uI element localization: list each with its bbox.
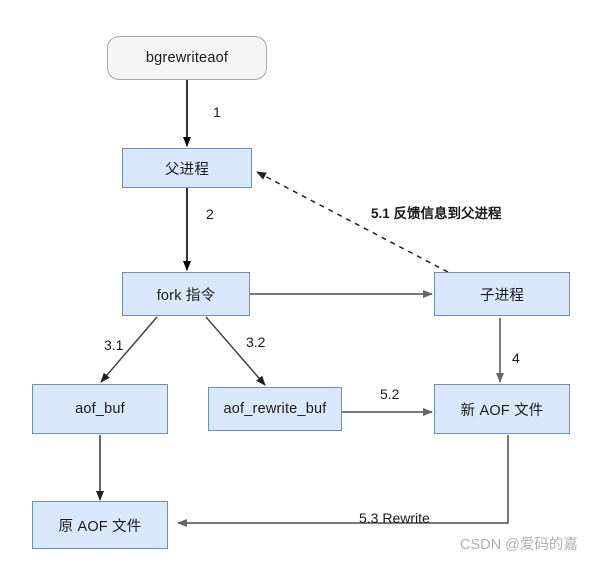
edge-fork-to-aof-rewrite-buf [205,316,266,386]
node-new-aof-file[interactable]: 新 AOF 文件 [434,384,570,434]
node-bgrewriteaof[interactable]: bgrewriteaof [107,36,267,80]
edge-label-1: 1 [213,104,221,120]
node-aof-rewrite-buf[interactable]: aof_rewrite_buf [208,387,342,431]
node-new-aof-file-label: 新 AOF 文件 [460,402,544,419]
node-child-process-label: 子进程 [479,287,525,304]
edge-child-to-parent-feedback [256,171,449,273]
node-parent-process[interactable]: 父进程 [122,148,252,188]
node-fork-command[interactable]: fork 指令 [122,272,250,316]
edge-label-5-3: 5.3 Rewrite [359,510,430,526]
edge-label-3-2: 3.2 [246,334,266,350]
edge-label-2: 2 [206,206,214,222]
edge-label-3-1: 3.1 [104,337,124,353]
csdn-watermark: CSDN @爱码的嘉 [460,537,578,553]
edge-new-aof-to-old-aof-rewrite [177,435,509,527]
node-fork-command-label: fork 指令 [156,287,216,304]
edge-label-4: 4 [512,350,520,366]
node-bgrewriteaof-label: bgrewriteaof [145,50,229,66]
node-aof-buf-label: aof_buf [75,401,125,417]
edge-label-5-1: 5.1 反馈信息到父进程 [371,206,502,221]
node-aof-buf[interactable]: aof_buf [32,384,168,434]
node-child-process[interactable]: 子进程 [434,272,570,316]
node-old-aof-file[interactable]: 原 AOF 文件 [32,501,168,549]
node-parent-process-label: 父进程 [164,161,210,178]
node-aof-rewrite-buf-label: aof_rewrite_buf [223,401,327,417]
edge-label-5-2: 5.2 [380,386,400,402]
edge-fork-to-aof-buf [100,316,158,383]
node-old-aof-file-label: 原 AOF 文件 [58,518,142,535]
